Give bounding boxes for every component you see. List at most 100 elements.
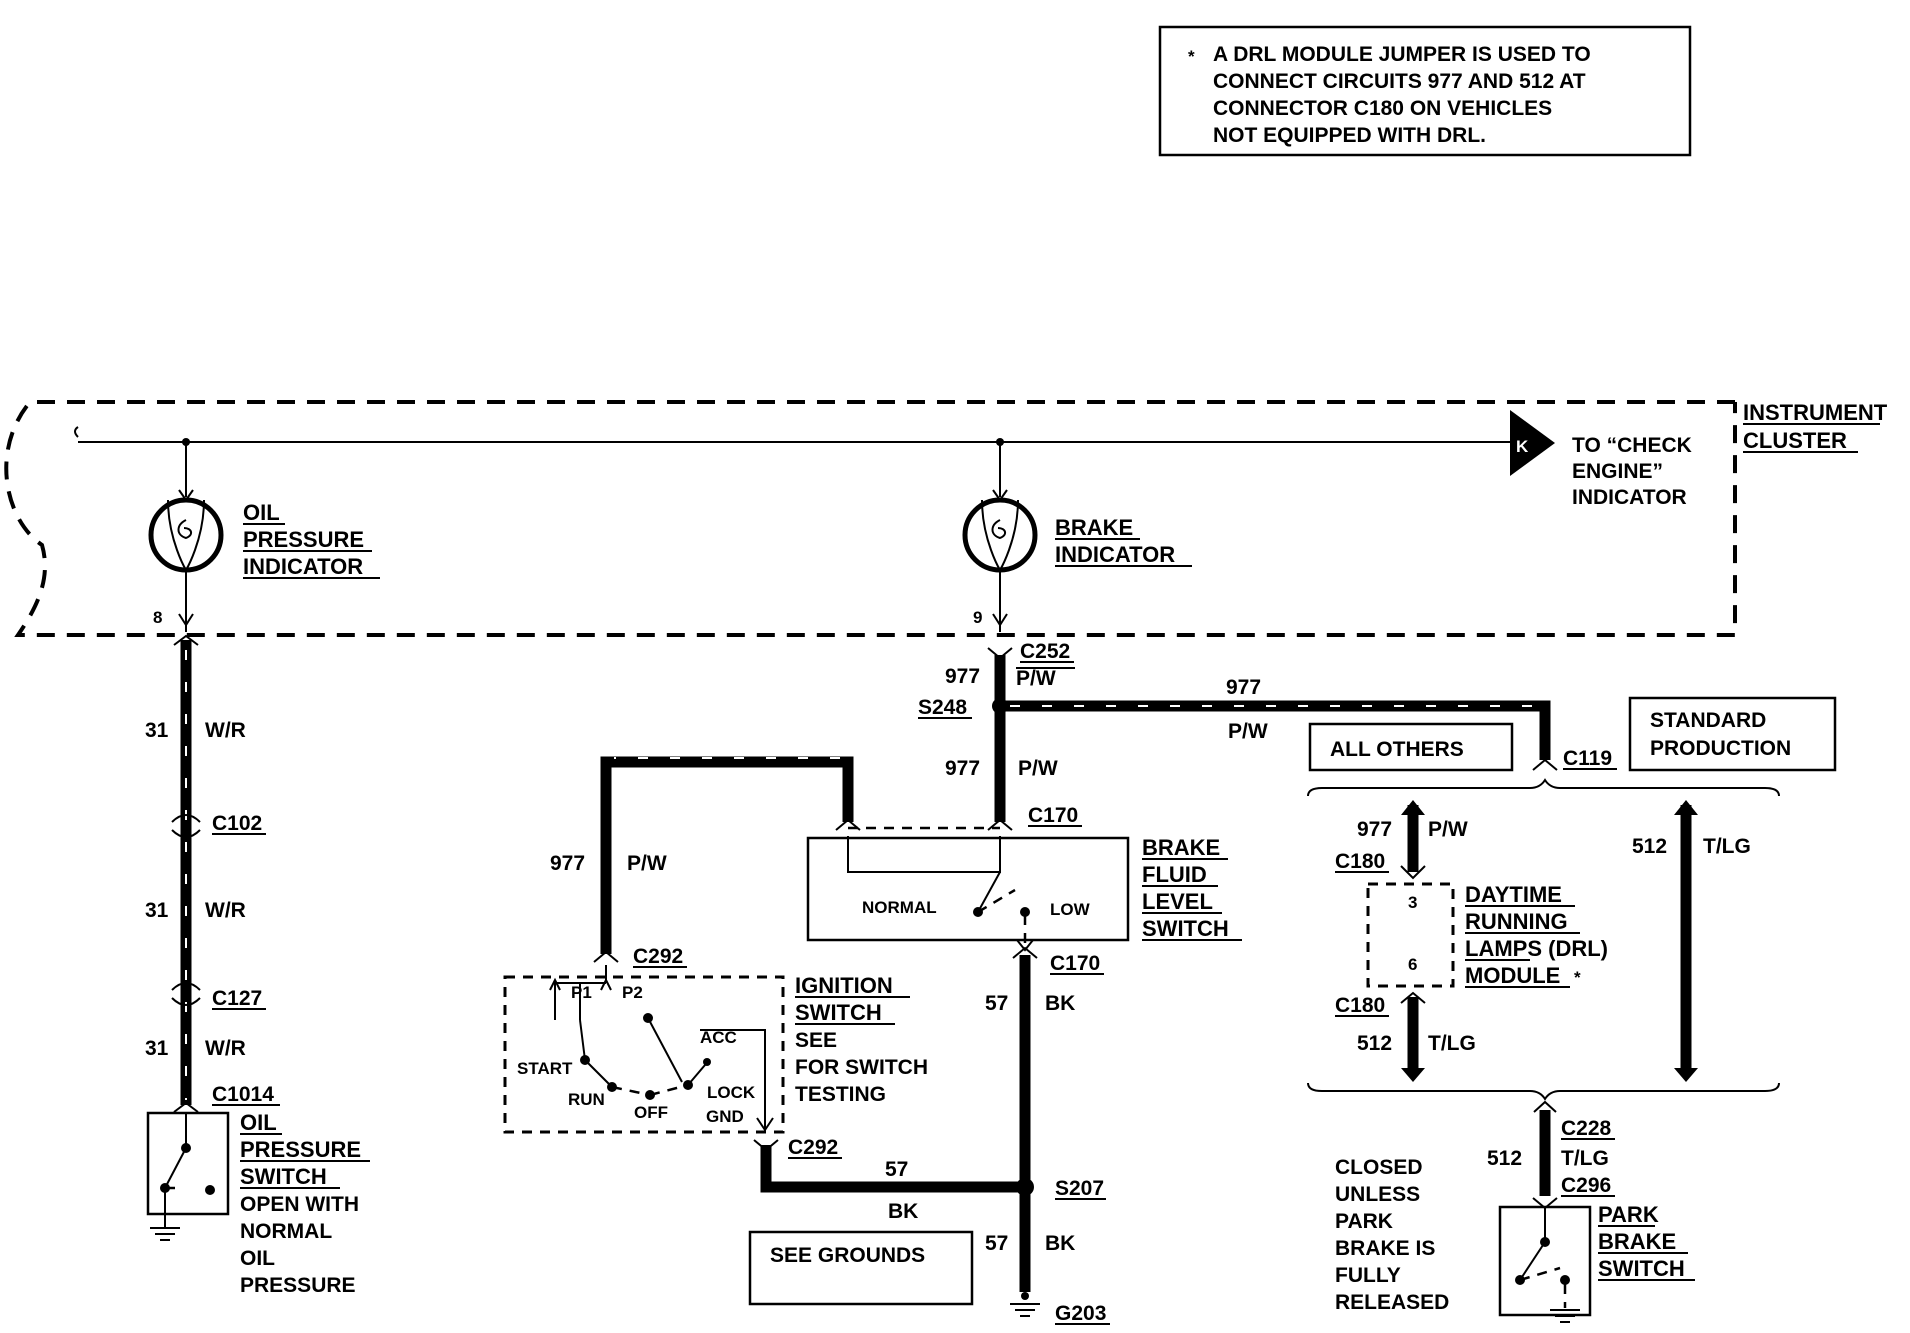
ign-label-1: IGNITION xyxy=(795,973,893,998)
brake-fluid-level-switch-icon xyxy=(806,826,1130,952)
bk-color: BK xyxy=(1045,992,1075,1015)
drl-label-2: RUNNING xyxy=(1465,909,1568,934)
park-color: T/LG xyxy=(1561,1147,1609,1170)
c102-connector-icon xyxy=(171,814,201,823)
g203-label: G203 xyxy=(1055,1302,1106,1325)
fluid-normal-label: NORMAL xyxy=(862,898,937,917)
park-brake-switch-icon xyxy=(1498,1205,1592,1323)
circuit-57-wire xyxy=(753,946,1040,1317)
see-grounds-label: SEE GROUNDS xyxy=(770,1244,925,1267)
park-label-2: BRAKE xyxy=(1598,1229,1676,1254)
ign-gnd: GND xyxy=(706,1107,744,1126)
brake-indicator-label-2: INDICATOR xyxy=(1055,542,1175,567)
drl-in-color: P/W xyxy=(1428,818,1468,841)
oil-indicator-label-2: PRESSURE xyxy=(243,527,364,552)
brake-top-color: P/W xyxy=(1016,667,1056,690)
all-others-label: ALL OTHERS xyxy=(1330,738,1464,761)
drl-label-3: LAMPS (DRL) xyxy=(1465,936,1608,961)
oil-color-3: W/R xyxy=(205,1037,246,1060)
all-others-box xyxy=(1308,722,1514,772)
oil-switch-label-2: PRESSURE xyxy=(240,1137,361,1162)
c292-bottom-label: C292 xyxy=(788,1136,838,1159)
park-desc-6: RELEASED xyxy=(1335,1291,1449,1314)
oil-switch-desc-4: PRESSURE xyxy=(240,1274,356,1297)
c102-label: C102 xyxy=(212,812,262,835)
drl-out-color: T/LG xyxy=(1428,1032,1476,1055)
oil-switch-desc-1: OPEN WITH xyxy=(240,1193,359,1216)
check-engine-text-2: ENGINE” xyxy=(1572,460,1663,483)
low-circuit: 57 xyxy=(985,1232,1008,1255)
drl-in-circuit: 977 xyxy=(1357,818,1392,841)
ign-run: RUN xyxy=(568,1090,605,1109)
park-label-3: SWITCH xyxy=(1598,1256,1685,1281)
drl-note: * A DRL MODULE JUMPER IS USED TO CONNECT… xyxy=(1158,25,1692,157)
brake-indicator-pin: 9 xyxy=(973,608,982,627)
low-color: BK xyxy=(1045,1232,1075,1255)
brake-mid-circuit: 977 xyxy=(945,757,980,780)
oil-circuit-1: 31 xyxy=(145,719,169,742)
c170-top-label: C170 xyxy=(1028,804,1078,827)
park-label-1: PARK xyxy=(1598,1202,1659,1227)
ign-out-color: BK xyxy=(888,1200,918,1223)
check-engine-text-1: TO “CHECK xyxy=(1572,434,1692,457)
c296-label: C296 xyxy=(1561,1174,1611,1197)
fluid-switch-label-1: BRAKE xyxy=(1142,835,1220,860)
fluid-switch-label-4: SWITCH xyxy=(1142,916,1229,941)
see-grounds-box xyxy=(748,1230,974,1306)
ign-lock: LOCK xyxy=(707,1083,756,1102)
branch-circuit: 977 xyxy=(1226,676,1261,699)
park-desc-5: FULLY xyxy=(1335,1264,1401,1287)
oil-circuit-2: 31 xyxy=(145,899,169,922)
bk-circuit: 57 xyxy=(985,992,1008,1015)
oil-switch-desc-3: OIL xyxy=(240,1247,275,1270)
ign-acc: ACC xyxy=(700,1028,737,1047)
bus-break-symbol xyxy=(74,426,79,438)
instrument-cluster-label-2: CLUSTER xyxy=(1743,428,1847,453)
standard-production-box xyxy=(1628,696,1837,772)
c1014-label: C1014 xyxy=(212,1083,274,1106)
note-line-4: NOT EQUIPPED WITH DRL. xyxy=(1213,124,1486,147)
c170-bottom-label: C170 xyxy=(1050,952,1100,975)
drl-module-box xyxy=(1366,882,1455,988)
drl-out-circuit: 512 xyxy=(1357,1032,1392,1055)
k-mark: K xyxy=(1516,437,1529,456)
ign-start: START xyxy=(517,1059,573,1078)
instrument-cluster-boundary xyxy=(4,400,1737,637)
ign-desc-1: SEE xyxy=(795,1029,837,1052)
c252-label: C252 xyxy=(1020,640,1070,663)
oil-indicator-pin: 8 xyxy=(153,608,162,627)
c292-top-label: C292 xyxy=(633,945,683,968)
brake-indicator-lamp-icon xyxy=(962,442,1038,632)
c127-connector-icon xyxy=(171,982,201,991)
s207-label: S207 xyxy=(1055,1177,1104,1200)
branch-color: P/W xyxy=(1228,720,1268,743)
oil-switch-desc-2: NORMAL xyxy=(240,1220,332,1243)
ign-wire-color: P/W xyxy=(627,852,667,875)
ign-p1: P1 xyxy=(571,983,592,1002)
ign-out-circuit: 57 xyxy=(885,1158,908,1181)
c180-bottom-label: C180 xyxy=(1335,994,1385,1017)
park-circuit: 512 xyxy=(1487,1147,1522,1170)
ign-desc-3: TESTING xyxy=(795,1083,886,1106)
note-line-2: CONNECT CIRCUITS 977 AND 512 AT xyxy=(1213,70,1586,93)
ignition-switch-icon xyxy=(503,965,785,1134)
standard-label-2: PRODUCTION xyxy=(1650,737,1791,760)
ign-wire-circuit: 977 xyxy=(550,852,585,875)
fluid-switch-label-3: LEVEL xyxy=(1142,889,1213,914)
oil-indicator-label-3: INDICATOR xyxy=(243,554,363,579)
c119-label: C119 xyxy=(1563,747,1612,770)
drl-branch-wires xyxy=(1307,778,1780,1210)
c127-label: C127 xyxy=(212,987,262,1010)
oil-color-1: W/R xyxy=(205,719,246,742)
park-desc-2: UNLESS xyxy=(1335,1183,1420,1206)
brake-indicator-label-1: BRAKE xyxy=(1055,515,1133,540)
note-star: * xyxy=(1188,47,1195,66)
park-desc-1: CLOSED xyxy=(1335,1156,1423,1179)
note-line-3: CONNECTOR C180 ON VEHICLES xyxy=(1213,97,1552,120)
oil-circuit-3: 31 xyxy=(145,1037,169,1060)
brake-top-circuit: 977 xyxy=(945,665,980,688)
check-engine-text-3: INDICATOR xyxy=(1572,486,1687,509)
std-color: T/LG xyxy=(1703,835,1751,858)
fluid-switch-label-2: FLUID xyxy=(1142,862,1207,887)
